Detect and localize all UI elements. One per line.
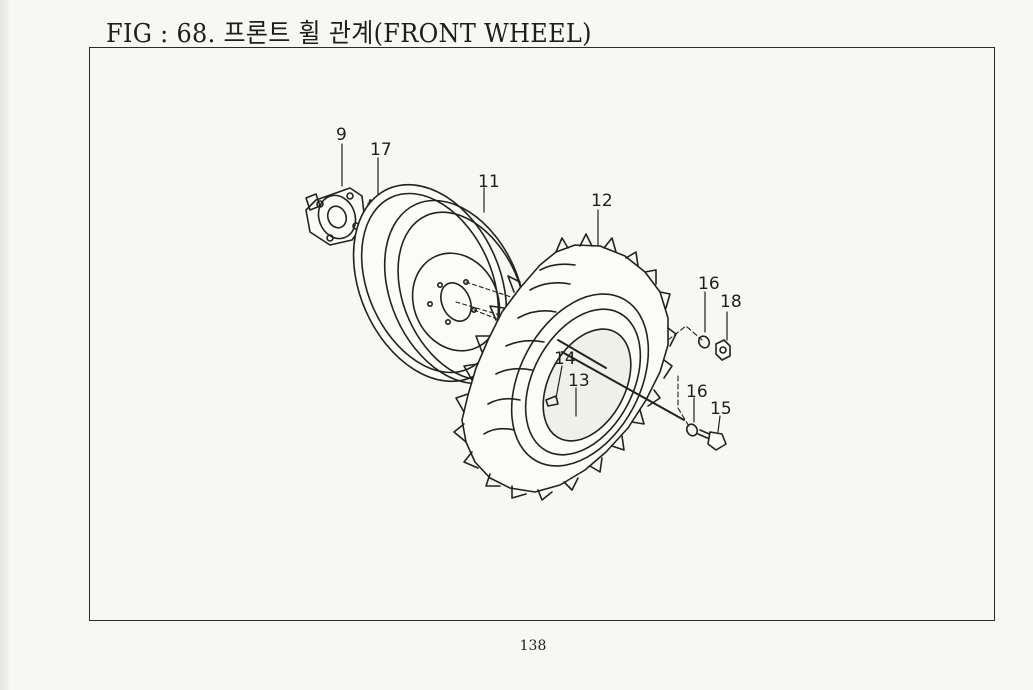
callout-16-upper: 16 — [698, 274, 720, 294]
axle-line — [557, 339, 685, 421]
valve-part-13-14 — [545, 365, 577, 417]
figure-title: FIG : 68. 프론트 휠 관계(FRONT WHEEL) — [106, 18, 592, 49]
diagram-frame — [89, 47, 995, 621]
callout-14: 14 — [554, 349, 576, 369]
tire-part-12 — [453, 209, 677, 501]
callout-17: 17 — [370, 140, 392, 160]
page-number: 138 — [519, 638, 547, 654]
callout-13: 13 — [568, 371, 590, 391]
hub-flange-part-9 — [305, 187, 366, 246]
page-edge-shadow — [0, 0, 10, 690]
callout-9: 9 — [336, 125, 347, 145]
washer-part-16-lower — [685, 397, 699, 437]
fastener-guide-lines — [667, 325, 703, 429]
bolt-part-15 — [697, 415, 727, 451]
callout-18: 18 — [720, 292, 742, 312]
callout-11: 11 — [478, 172, 500, 192]
callout-16-lower: 16 — [686, 382, 708, 402]
callout-15: 15 — [710, 399, 732, 419]
callout-12: 12 — [591, 191, 613, 211]
washer-part-16-upper — [697, 291, 711, 349]
nut-part-18 — [715, 311, 731, 361]
